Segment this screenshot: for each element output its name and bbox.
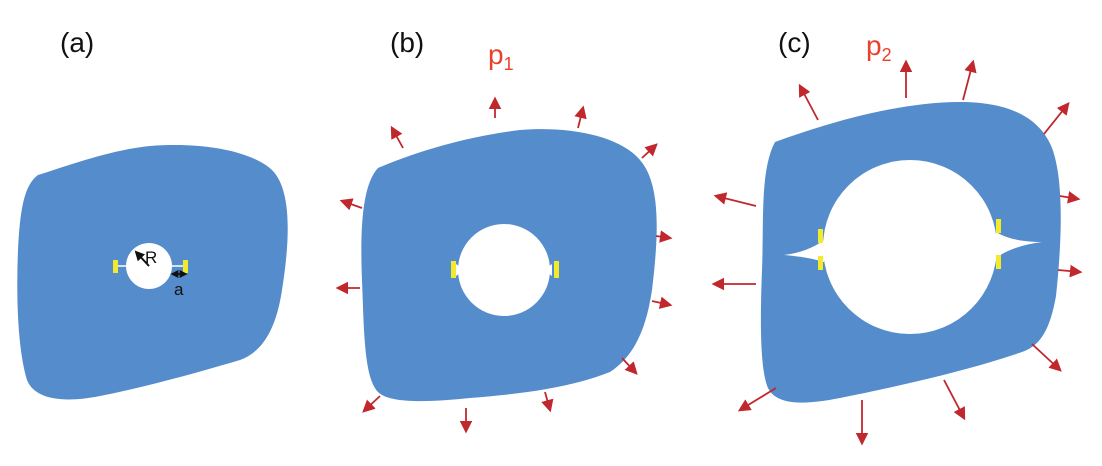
load-arrow xyxy=(621,357,638,375)
panel-b-crack-left xyxy=(456,264,464,276)
load-arrow xyxy=(737,387,777,412)
panel-a-radius-label: R xyxy=(145,248,157,267)
panel-c-crack-marker-right-top xyxy=(996,219,1001,233)
panel-c-crack-marker-left-bottom xyxy=(818,256,823,270)
panel-c-label: (c) xyxy=(778,27,811,58)
load-arrow xyxy=(655,230,673,243)
panel-c-pressure-symbol: p xyxy=(866,30,882,61)
load-arrow xyxy=(339,198,363,211)
load-arrow xyxy=(1059,191,1081,204)
panel-b-label: (b) xyxy=(390,27,424,58)
load-arrow xyxy=(713,192,757,207)
panel-a-crack-marker-left xyxy=(113,260,126,273)
panel-a-crack-length-label: a xyxy=(174,280,184,299)
panel-b: (b) p1 xyxy=(335,27,673,434)
load-arrow xyxy=(943,379,966,421)
panel-a: (a) R a xyxy=(17,27,288,400)
panel-c-crack-marker-left-top xyxy=(818,229,823,243)
panel-b-pressure-subscript: 1 xyxy=(504,54,514,74)
load-arrow xyxy=(1057,264,1083,278)
panel-c-load-arrows xyxy=(711,59,1083,446)
panel-c-crack-left xyxy=(784,240,824,262)
load-arrow xyxy=(1043,102,1070,135)
load-arrow xyxy=(390,125,404,149)
load-arrow xyxy=(651,296,673,309)
load-arrow xyxy=(1031,343,1062,372)
panel-c-pressure-label: p2 xyxy=(866,30,892,65)
panel-a-body xyxy=(17,145,288,400)
load-arrow xyxy=(574,105,587,129)
panel-a-crack-marker-right xyxy=(172,260,188,273)
panel-b-pressure-label: p1 xyxy=(488,39,514,74)
load-arrow xyxy=(362,395,381,413)
load-arrow xyxy=(541,391,554,413)
panel-c-pressure-subscript: 2 xyxy=(882,45,892,65)
panel-b-crack-right xyxy=(544,264,552,276)
panel-b-crack-marker-right xyxy=(554,261,559,278)
load-arrow xyxy=(641,143,658,159)
panel-c-crack-right xyxy=(996,232,1042,258)
panel-b-load-arrows xyxy=(335,96,673,434)
panel-c: (c) p2 xyxy=(711,27,1083,446)
panel-c-crack-marker-right-bottom xyxy=(996,255,1001,269)
load-arrow xyxy=(798,83,819,121)
panel-c-body xyxy=(760,102,1061,403)
panel-b-pressure-symbol: p xyxy=(488,39,504,70)
panel-a-label: (a) xyxy=(60,27,94,58)
panel-a-radius-arrow xyxy=(134,250,150,267)
panel-b-body xyxy=(361,129,657,402)
load-arrow xyxy=(962,59,977,101)
panel-b-crack-marker-left xyxy=(451,261,456,278)
